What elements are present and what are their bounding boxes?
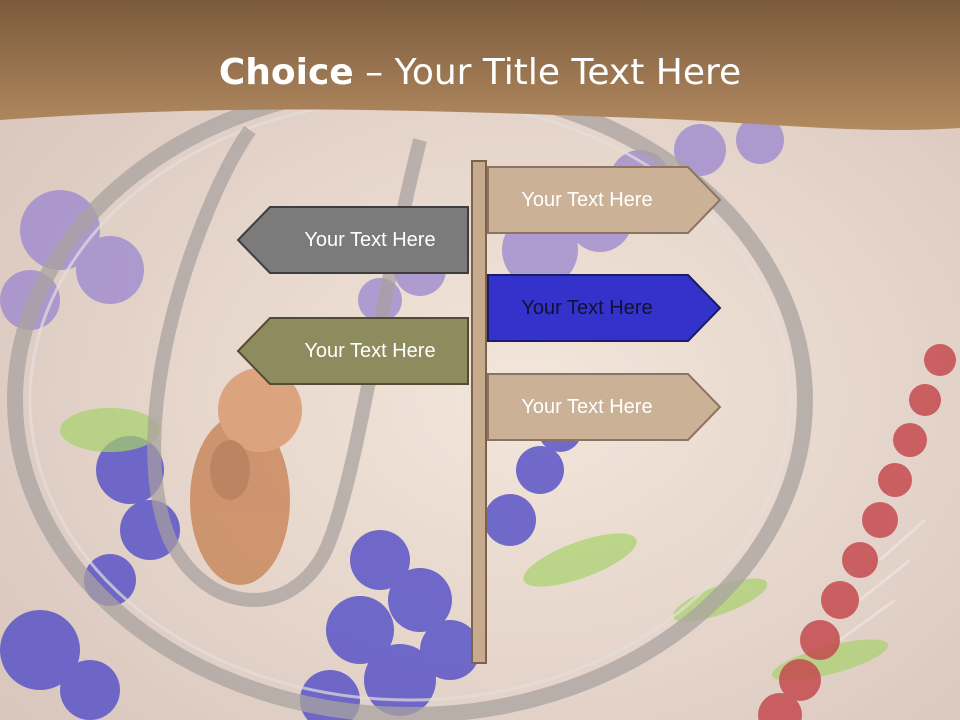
header-banner	[0, 0, 960, 131]
sign-right-3[interactable]: Your Text Here	[486, 372, 722, 442]
sign-label: Your Text Here	[521, 189, 653, 211]
sign-left-1[interactable]: Your Text Here	[236, 205, 470, 275]
arrow-right-icon	[487, 373, 722, 441]
sign-right-2[interactable]: Your Text Here	[486, 273, 722, 343]
sign-label: Your Text Here	[521, 396, 653, 418]
arrow-right-icon	[487, 166, 722, 234]
sign-label: Your Text Here	[304, 229, 436, 251]
arrow-left-icon	[236, 317, 469, 385]
title-emphasis: Choice	[218, 52, 354, 93]
signpost-pole	[471, 160, 487, 664]
title-rest: – Your Title Text Here	[353, 52, 742, 93]
sign-right-1[interactable]: Your Text Here	[486, 165, 722, 235]
sign-label: Your Text Here	[304, 340, 436, 362]
sign-label: Your Text Here	[521, 297, 653, 319]
sign-left-2[interactable]: Your Text Here	[236, 316, 470, 386]
arrow-right-icon	[487, 274, 722, 342]
page-title: Choice – Your Title Text Here	[0, 52, 960, 93]
arrow-left-icon	[236, 206, 469, 274]
